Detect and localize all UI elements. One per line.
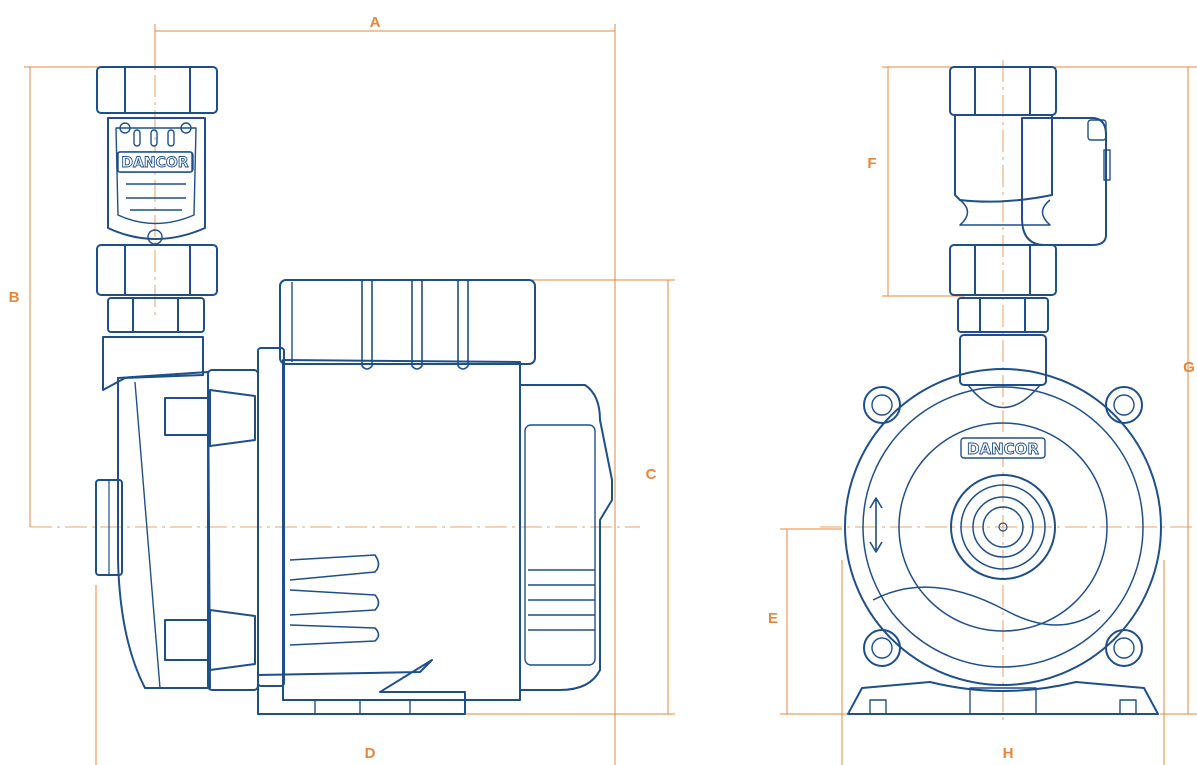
dim-label-e: E — [768, 610, 778, 627]
front-volute — [844, 368, 1162, 686]
motor-body — [282, 359, 521, 701]
front-flow-switch — [954, 114, 1053, 203]
fan-cover — [519, 384, 613, 691]
side-brand-label: DANCOR — [121, 155, 188, 171]
front-view-pump — [844, 66, 1162, 715]
base-foot — [257, 659, 466, 715]
side-brand-plate — [117, 151, 193, 173]
switch-housing — [1021, 117, 1107, 246]
dimension-labels: A B C D E F G H — [9, 14, 1195, 762]
dim-label-a: A — [370, 14, 381, 31]
dim-label-b: B — [9, 289, 20, 306]
front-base — [847, 681, 1159, 715]
center-lines — [30, 40, 1197, 720]
bolt-lugs — [863, 386, 1143, 667]
dim-label-d: D — [365, 745, 376, 762]
dim-label-f: F — [867, 155, 876, 172]
terminal-box — [279, 279, 536, 365]
flow-switch-body — [107, 117, 206, 240]
front-inlet — [950, 474, 1056, 580]
dim-label-g: G — [1183, 359, 1195, 376]
front-lower-union — [949, 244, 1057, 296]
top-union-nut — [96, 66, 218, 114]
side-view-pump — [95, 66, 613, 715]
dim-label-c: C — [646, 466, 657, 483]
front-brand-plate — [960, 437, 1046, 459]
lower-union-nut — [96, 244, 218, 296]
front-brand-label: DANCOR — [967, 440, 1039, 458]
dim-label-h: H — [1003, 745, 1014, 762]
rotation-arrow-icon — [869, 497, 883, 553]
outlet-pipe — [102, 336, 204, 391]
volute-housing — [117, 371, 211, 689]
